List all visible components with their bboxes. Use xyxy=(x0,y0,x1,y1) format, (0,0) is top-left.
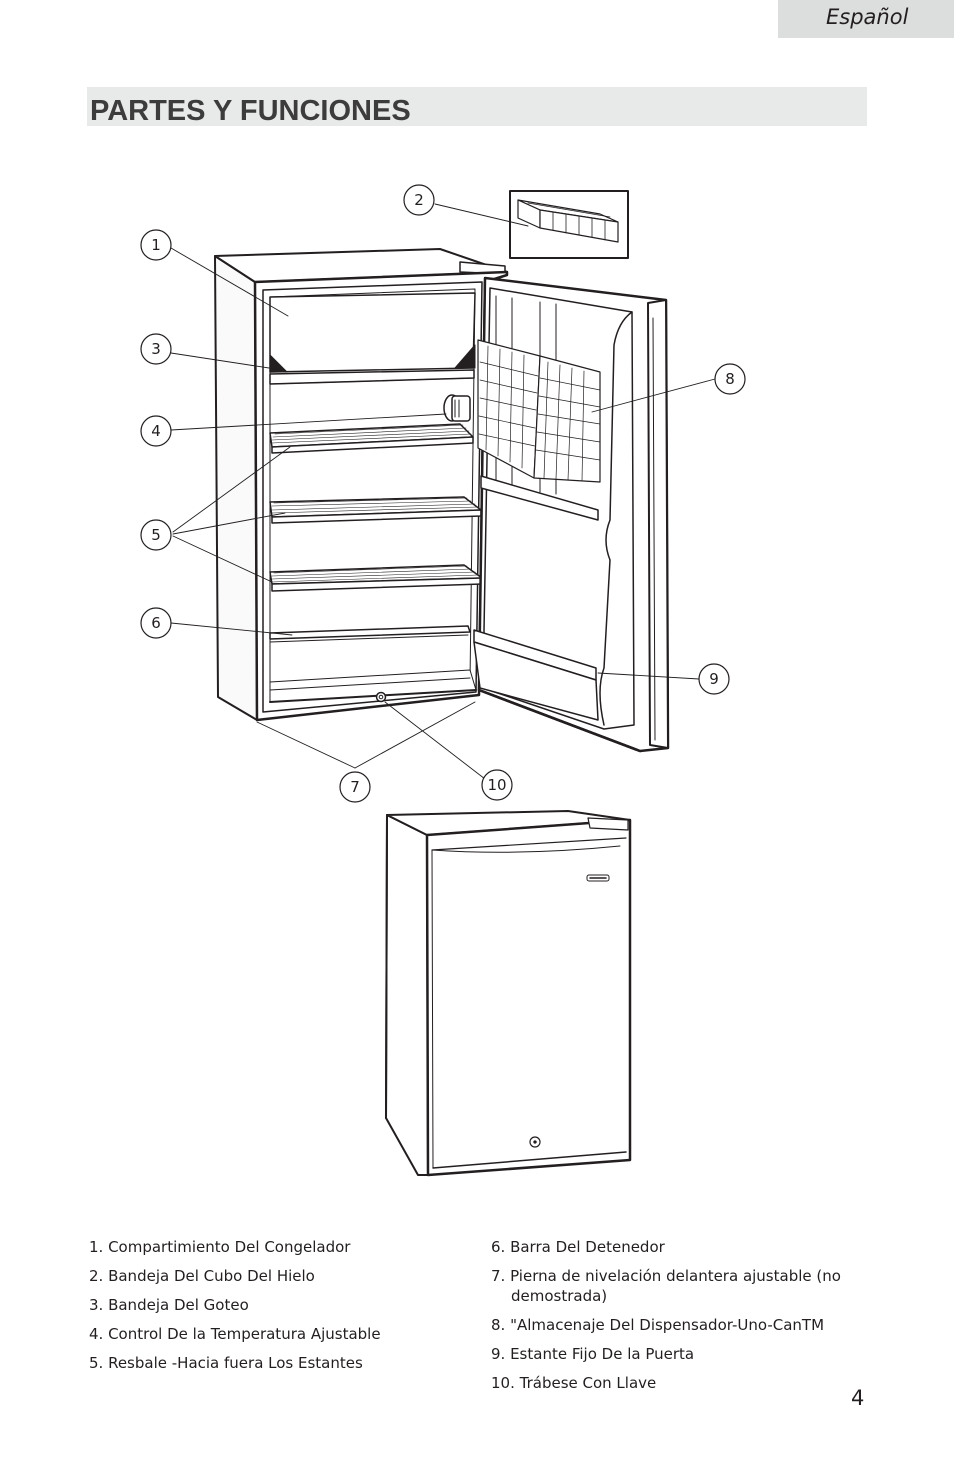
callout-10: 10 xyxy=(481,769,513,801)
callout-5: 5 xyxy=(140,519,172,551)
parts-list-right: 6. Barra Del Detenedor 7. Pierna de nive… xyxy=(491,1237,871,1402)
retainer-bar xyxy=(269,625,471,643)
parts-list-left: 1. Compartimiento Del Congelador 2. Band… xyxy=(89,1237,469,1382)
list-item: 6. Barra Del Detenedor xyxy=(491,1238,665,1256)
list-item: 7. Pierna de nivelación delantera ajusta… xyxy=(491,1267,841,1305)
svg-text:3: 3 xyxy=(151,340,161,358)
svg-text:8: 8 xyxy=(725,370,735,388)
open-refrigerator-illustration xyxy=(214,190,670,753)
svg-text:2: 2 xyxy=(414,191,424,209)
language-tab: Español xyxy=(778,0,954,38)
language-label: Español xyxy=(826,5,909,29)
wire-shelf-1 xyxy=(269,423,474,454)
callout-2: 2 xyxy=(403,184,435,216)
temperature-control-knob xyxy=(443,394,471,422)
list-item: 8. "Almacenaje Del Dispensador-Uno-CanTM xyxy=(491,1316,825,1334)
title-bar: PARTES Y FUNCIONES xyxy=(87,87,867,127)
fixed-door-shelf xyxy=(473,629,599,721)
wire-shelf-2 xyxy=(269,496,482,524)
svg-text:7: 7 xyxy=(350,778,360,796)
door-lock-icon xyxy=(529,1136,541,1148)
svg-text:4: 4 xyxy=(151,422,161,440)
callout-6: 6 xyxy=(140,607,172,639)
ice-cube-tray-inset xyxy=(509,190,629,259)
list-item: 4. Control De la Temperatura Ajustable xyxy=(89,1325,381,1343)
list-item: 3. Bandeja Del Goteo xyxy=(89,1296,249,1314)
page-title: PARTES Y FUNCIONES xyxy=(90,95,411,127)
svg-text:10: 10 xyxy=(487,776,506,794)
leader-lines xyxy=(170,203,716,780)
list-item: 1. Compartimiento Del Congelador xyxy=(89,1238,351,1256)
brand-badge xyxy=(586,874,610,882)
svg-text:9: 9 xyxy=(709,670,719,688)
callout-1: 1 xyxy=(140,229,172,261)
open-door xyxy=(473,276,670,753)
svg-text:6: 6 xyxy=(151,614,161,632)
callout-3: 3 xyxy=(140,333,172,365)
lock-icon xyxy=(375,691,387,703)
callout-9: 9 xyxy=(698,663,730,695)
list-item: 5. Resbale -Hacia fuera Los Estantes xyxy=(89,1354,363,1372)
list-item: 10. Trábese Con Llave xyxy=(491,1374,657,1392)
callouts: 1 2 3 4 5 6 7 8 xyxy=(140,184,746,803)
list-item: 9. Estante Fijo De la Puerta xyxy=(491,1345,695,1363)
callout-7: 7 xyxy=(339,771,371,803)
callout-8: 8 xyxy=(714,363,746,395)
svg-text:5: 5 xyxy=(151,526,161,544)
page-number: 4 xyxy=(851,1386,865,1410)
closed-refrigerator-illustration xyxy=(385,810,632,1177)
list-item: 2. Bandeja Del Cubo Del Hielo xyxy=(89,1267,315,1285)
callout-4: 4 xyxy=(140,415,172,447)
svg-text:1: 1 xyxy=(151,236,161,254)
refrigerator-diagram: 1 2 3 4 5 6 7 8 xyxy=(140,184,746,1177)
